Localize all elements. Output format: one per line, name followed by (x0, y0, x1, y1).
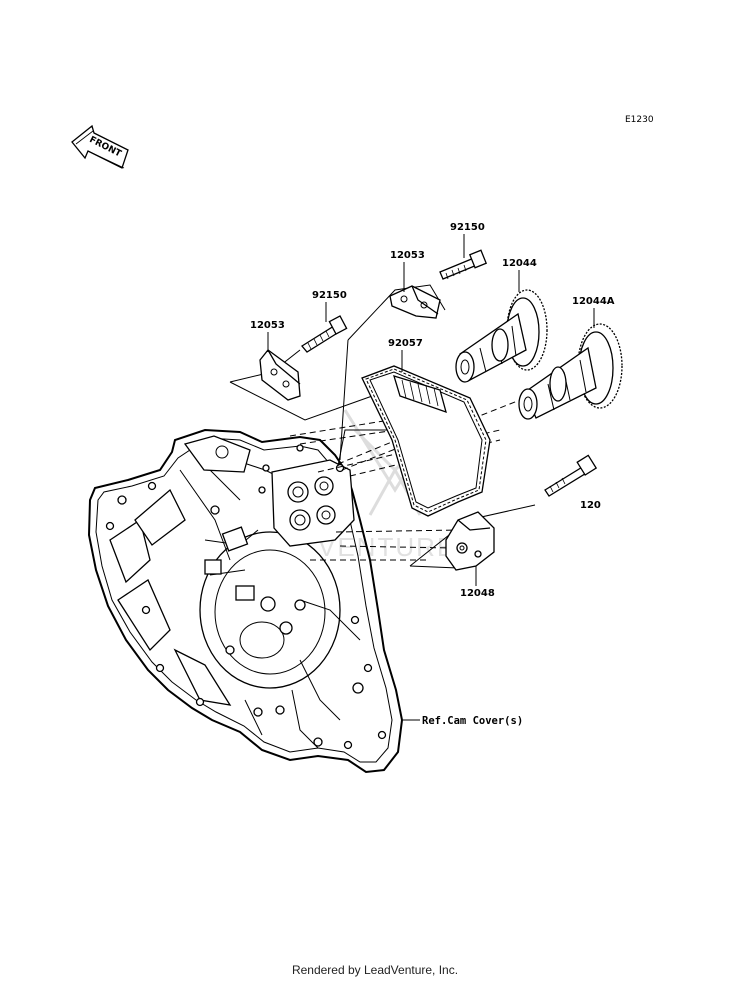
label-92150-upper: 92150 (450, 222, 485, 233)
chain-guide-12053-lower[interactable] (259, 349, 301, 401)
front-arrow-icon: FRONT (71, 124, 129, 169)
bolt-120[interactable] (544, 454, 598, 497)
label-12048: 12048 (460, 588, 495, 599)
camshaft-12044[interactable] (455, 289, 548, 383)
reference-cam-cover-label: Ref.Cam Cover(s) (422, 715, 523, 727)
bolt-92150-upper[interactable] (439, 249, 488, 280)
watermark: VENTURE (318, 409, 456, 562)
label-12044: 12044 (502, 258, 537, 269)
label-12044A: 12044A (572, 296, 615, 307)
diagram-code: E1230 (625, 115, 654, 125)
bolt-92150-lower[interactable] (301, 315, 348, 353)
label-12053-upper: 12053 (390, 250, 425, 261)
engine-crankcase (87, 428, 404, 774)
label-120: 120 (580, 500, 601, 511)
label-92150-lower: 92150 (312, 290, 347, 301)
label-12053-lower: 12053 (250, 320, 285, 331)
chain-guide-12053-upper[interactable] (389, 285, 441, 319)
camshaft-12044A[interactable] (518, 323, 623, 420)
footer-credit: Rendered by LeadVenture, Inc. (291, 963, 459, 977)
chain-tensioner-12048[interactable] (445, 511, 495, 571)
label-92057: 92057 (388, 338, 423, 349)
watermark-text: VENTURE (318, 532, 456, 562)
cam-chain-92057[interactable] (361, 365, 491, 517)
